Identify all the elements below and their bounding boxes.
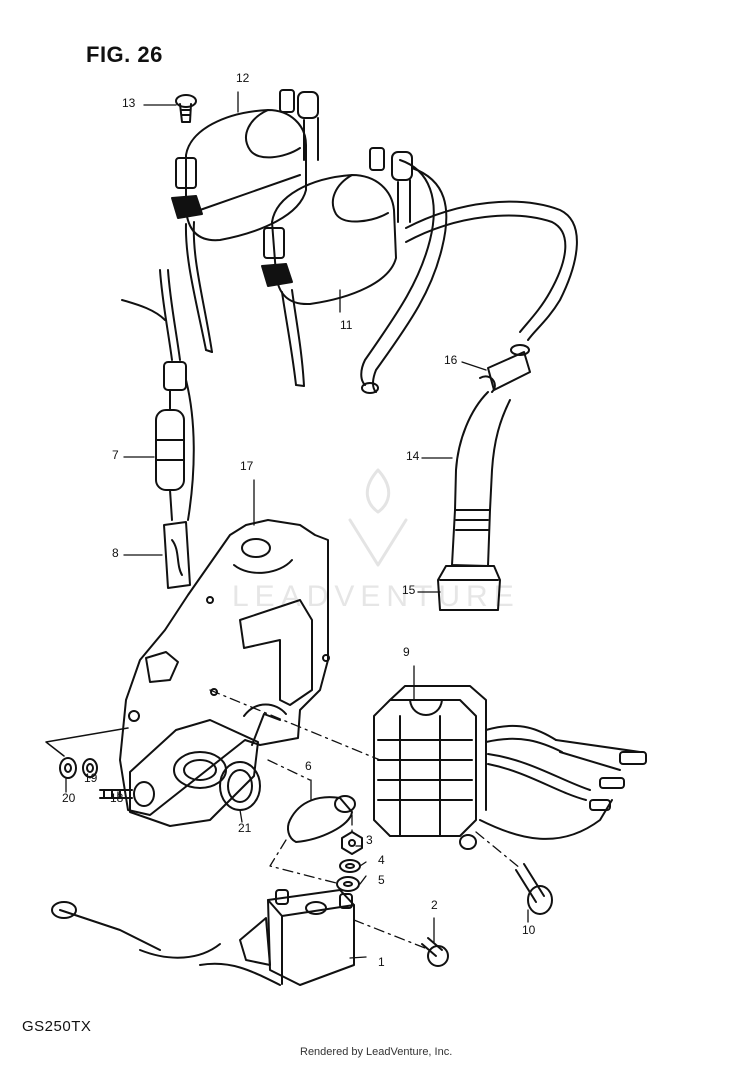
callout-6[interactable]: 6 xyxy=(305,759,312,773)
part-9-regulator[interactable] xyxy=(373,685,647,850)
callout-19[interactable]: 19 xyxy=(84,771,98,785)
part-8-fuse[interactable] xyxy=(163,521,191,589)
part-18-screw[interactable] xyxy=(99,781,155,807)
part-12-ignition-coil[interactable] xyxy=(171,89,319,353)
leader-19-20 xyxy=(45,727,129,757)
high-tension-leads xyxy=(360,159,578,394)
model-code: GS250TX xyxy=(22,1018,92,1035)
callout-21[interactable]: 21 xyxy=(238,821,252,835)
part-6-boot[interactable] xyxy=(287,795,356,843)
assembly-dash-lines xyxy=(209,689,521,951)
part-15-cap-end[interactable] xyxy=(437,565,501,611)
part-21-grommet[interactable] xyxy=(219,761,261,811)
callout-13[interactable]: 13 xyxy=(122,96,136,110)
part-20-washer[interactable] xyxy=(59,757,77,779)
part-13-screw[interactable] xyxy=(175,94,197,123)
part-3-nut[interactable] xyxy=(341,831,363,855)
callout-11[interactable]: 11 xyxy=(340,318,353,332)
part-16-clamp[interactable] xyxy=(479,344,531,393)
watermark-logo xyxy=(348,468,408,567)
part-2-screw[interactable] xyxy=(421,937,449,967)
callout-leaders xyxy=(65,91,529,959)
callout-1[interactable]: 1 xyxy=(378,955,385,969)
part-14-plug-cap[interactable] xyxy=(451,391,511,567)
callout-7[interactable]: 7 xyxy=(112,448,119,462)
callout-17[interactable]: 17 xyxy=(240,459,254,473)
bracket-grommet-plate xyxy=(129,719,259,827)
part-17-bracket[interactable] xyxy=(119,519,330,816)
part-10-screw[interactable] xyxy=(515,863,553,915)
callout-16[interactable]: 16 xyxy=(444,353,458,367)
figure-title: FIG. 26 xyxy=(86,42,163,67)
callout-9[interactable]: 9 xyxy=(403,645,410,659)
callout-20[interactable]: 20 xyxy=(62,791,76,805)
callout-2[interactable]: 2 xyxy=(431,898,438,912)
footer-credit: Rendered by LeadVenture, Inc. xyxy=(300,1046,453,1058)
part-5-washer[interactable] xyxy=(336,876,360,892)
part-1-starter-relay[interactable] xyxy=(51,889,355,986)
callout-15[interactable]: 15 xyxy=(402,583,416,597)
part-7-fuse-holder[interactable] xyxy=(121,269,195,521)
callout-12[interactable]: 12 xyxy=(236,71,250,85)
callout-5[interactable]: 5 xyxy=(378,873,385,887)
callout-3[interactable]: 3 xyxy=(366,833,373,847)
callout-8[interactable]: 8 xyxy=(112,546,119,560)
part-4-washer[interactable] xyxy=(339,859,361,873)
callout-10[interactable]: 10 xyxy=(522,923,536,937)
callout-18[interactable]: 18 xyxy=(110,791,124,805)
callout-4[interactable]: 4 xyxy=(378,853,385,867)
callout-14[interactable]: 14 xyxy=(406,449,420,463)
